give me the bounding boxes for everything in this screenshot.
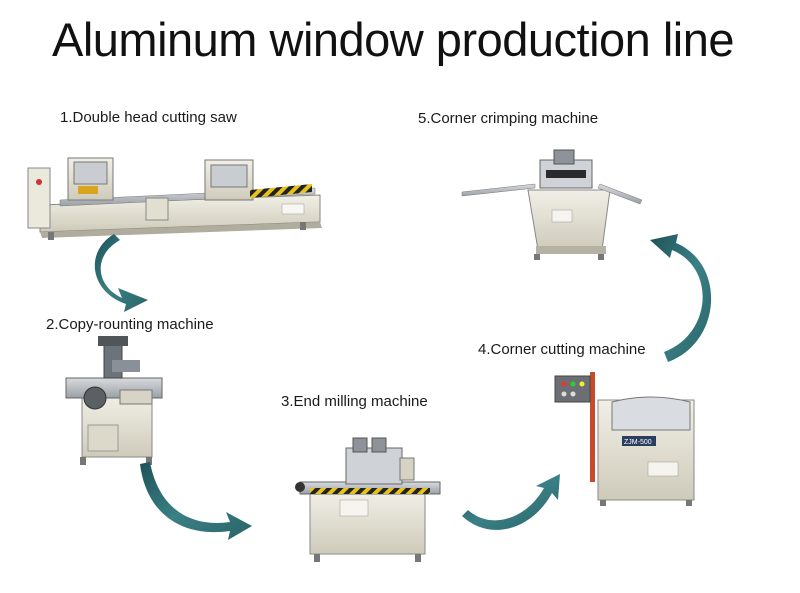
arrow-2-to-3-icon bbox=[140, 462, 252, 540]
corner-crimping-machine bbox=[461, 149, 643, 260]
page-title: Aluminum window production line bbox=[52, 13, 735, 66]
corner-cutting-machine: ZJM-500 bbox=[554, 372, 695, 506]
double-head-cutting-saw bbox=[27, 157, 322, 240]
step-4-label: 4.Corner cutting machine bbox=[478, 341, 646, 358]
corner-cutting-model-plate: ZJM-500 bbox=[624, 439, 652, 446]
end-milling-machine bbox=[295, 437, 441, 562]
arrow-3-to-4-icon bbox=[462, 474, 560, 530]
copy-routing-machine bbox=[65, 336, 163, 465]
step-1-label: 1.Double head cutting saw bbox=[60, 109, 237, 126]
step-2-label: 2.Copy-rounting machine bbox=[46, 316, 214, 333]
step-5-label: 5.Corner crimping machine bbox=[418, 110, 599, 127]
arrow-1-to-2-icon bbox=[94, 234, 148, 312]
step-3-label: 3.End milling machine bbox=[281, 393, 428, 410]
arrow-4-to-5-icon bbox=[650, 234, 712, 362]
